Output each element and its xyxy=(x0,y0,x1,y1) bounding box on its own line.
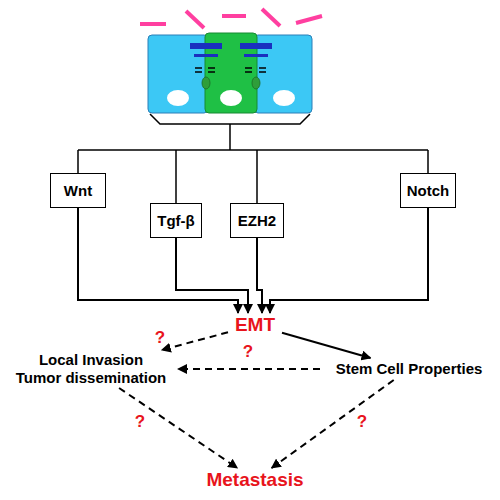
desmosome xyxy=(195,68,266,72)
ligand-dash xyxy=(262,9,280,26)
tight-junction xyxy=(190,43,222,49)
node-text: Tgf-β xyxy=(157,212,194,230)
arrow xyxy=(270,208,428,313)
node-text: Wnt xyxy=(64,182,92,200)
dashed-arrow xyxy=(272,380,394,468)
branch-line xyxy=(77,150,79,173)
pathway-box: EZH2 xyxy=(230,203,284,238)
branch-line xyxy=(427,150,429,173)
node-text: Notch xyxy=(407,182,450,200)
desmosome-line xyxy=(195,71,202,73)
branch-line xyxy=(78,149,428,151)
edge-label: ? xyxy=(155,328,165,348)
result-label: Metastasis xyxy=(195,468,315,492)
arrow xyxy=(282,333,371,358)
desmosome-line xyxy=(245,67,252,69)
pathway-box: Tgf-β xyxy=(150,203,202,238)
arrow xyxy=(176,238,248,313)
pathway-box: Wnt xyxy=(50,173,106,208)
adherens-junction xyxy=(244,54,268,57)
edge-label: ? xyxy=(357,412,367,432)
desmosome-line xyxy=(245,71,252,73)
branch-line xyxy=(175,150,177,203)
adherens-junction xyxy=(194,54,218,57)
arrow xyxy=(78,208,238,313)
outcome-label: Local Invasion Tumor dissemination xyxy=(4,350,178,388)
gap-junction xyxy=(202,77,210,89)
pathway-box: Notch xyxy=(400,173,456,208)
dashed-arrow xyxy=(162,332,228,350)
ligand-dash xyxy=(296,16,322,23)
desmosome-line xyxy=(259,67,266,69)
outcome-label: Stem Cell Properties xyxy=(320,358,498,380)
desmosome-line xyxy=(259,71,266,73)
dashed-arrow xyxy=(119,388,237,468)
branch-line xyxy=(229,124,231,150)
gap-junction xyxy=(252,77,260,89)
ligand-dash xyxy=(222,14,246,18)
node-text: Metastasis xyxy=(206,469,303,492)
desmosome-line xyxy=(208,67,215,69)
cell-nucleus xyxy=(167,90,189,106)
dashed-arrow xyxy=(178,368,320,370)
ligand-dashes xyxy=(140,9,322,28)
node-text: EMT xyxy=(235,314,275,337)
ligand-dash xyxy=(140,22,166,26)
ligand-dash xyxy=(186,11,204,28)
cell-nucleus xyxy=(220,90,242,106)
branch-line xyxy=(256,150,258,203)
branch-lines xyxy=(78,114,428,203)
node-text: EZH2 xyxy=(238,212,276,230)
node-text: Local Invasion Tumor dissemination xyxy=(16,351,167,387)
process-label: EMT xyxy=(228,313,282,337)
desmosome-line xyxy=(195,67,202,69)
arrow xyxy=(257,238,262,313)
edge-label: ? xyxy=(243,342,253,362)
cell-nucleus xyxy=(273,90,295,106)
tight-junction xyxy=(240,43,272,49)
bracket xyxy=(150,114,310,124)
desmosome-line xyxy=(208,71,215,73)
edge-label: ? xyxy=(135,412,145,432)
node-text: Stem Cell Properties xyxy=(336,360,483,378)
